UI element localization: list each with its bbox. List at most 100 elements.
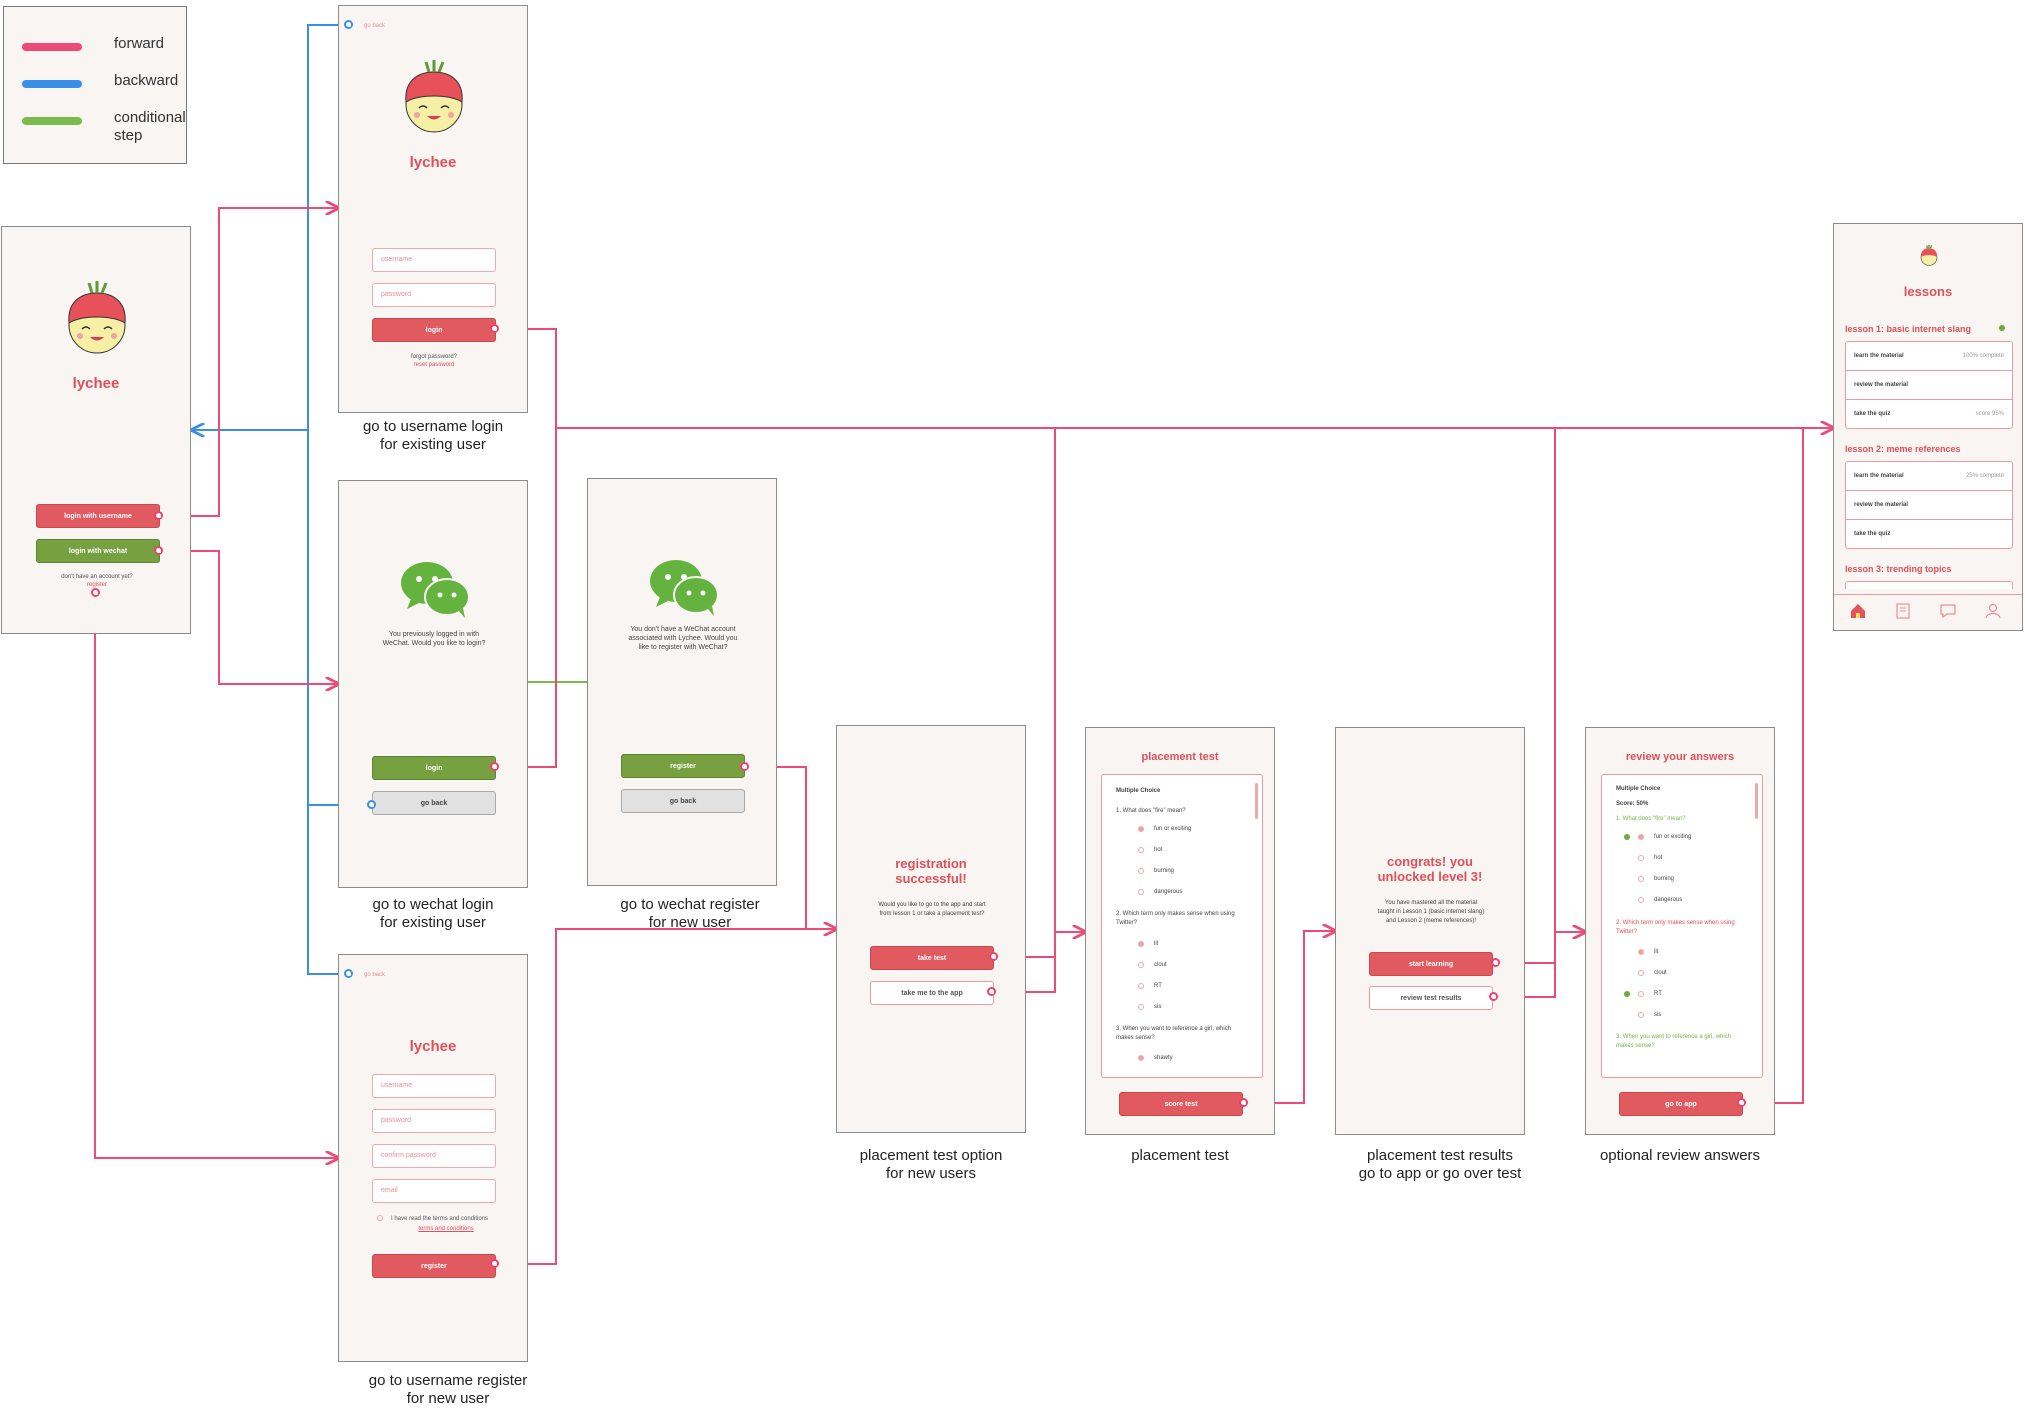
caption-username-login: go to username login for existing user [362, 418, 504, 453]
connector-node [367, 800, 376, 809]
register-button[interactable]: register [372, 1254, 496, 1278]
lesson-row[interactable]: review the material [1846, 491, 2012, 520]
legend-label-forward: forward [114, 35, 165, 52]
score-test-button[interactable]: score test [1119, 1092, 1243, 1116]
password-field[interactable]: password [372, 1109, 496, 1133]
wechat-icon [401, 562, 470, 618]
review-test-results-button[interactable]: review test results [1369, 986, 1493, 1010]
connector-node [740, 762, 749, 771]
question-panel[interactable]: Multiple Choice 1. What does "fire" mean… [1101, 774, 1263, 1078]
register-link[interactable]: register [86, 582, 107, 588]
terms-link[interactable]: terms and conditions [418, 1226, 474, 1232]
radio-option[interactable] [1138, 868, 1144, 874]
scrollbar[interactable] [1755, 783, 1758, 819]
connector-node [490, 762, 499, 771]
password-field[interactable]: password [372, 283, 496, 307]
lesson-3-card [1845, 581, 2013, 589]
go-back-link[interactable]: go back [364, 23, 386, 29]
lesson-row[interactable]: take the quiz [1846, 520, 2012, 549]
wechat-login-message: You previously logged in with WeChat. Wo… [382, 631, 486, 647]
go-to-app-button[interactable]: go to app [1619, 1092, 1743, 1116]
radio-option [1638, 834, 1644, 840]
username-field[interactable]: username [372, 1074, 496, 1098]
caption-wechat-login: go to wechat login for existing user [372, 896, 494, 931]
connector-node [490, 1259, 499, 1268]
connector-node [987, 987, 996, 996]
radio-option[interactable] [1138, 1055, 1144, 1061]
option-label: sis [1154, 1004, 1162, 1010]
radio-option[interactable] [1138, 847, 1144, 853]
login-with-wechat-button[interactable]: login with wechat [36, 539, 160, 563]
lesson-row[interactable]: take the quiz score 95% [1846, 400, 2012, 429]
wechat-login-screen: You previously logged in with WeChat. Wo… [338, 480, 528, 888]
legend-label-backward: backward [114, 72, 179, 89]
login-button[interactable]: login [372, 318, 496, 342]
wechat-login-button[interactable]: login [372, 756, 496, 780]
username-field[interactable]: username [372, 248, 496, 272]
lesson-row[interactable]: learn the material 25% complete [1846, 462, 2012, 491]
review-answers-screen: review your answers Multiple Choice Scor… [1585, 727, 1775, 1135]
wechat-register-button[interactable]: register [621, 754, 745, 778]
take-me-to-app-button[interactable]: take me to the app [870, 981, 994, 1005]
lesson-row[interactable]: learn the material 100% complete [1846, 342, 2012, 371]
reset-password-link[interactable]: reset password [413, 362, 455, 368]
legend-swatch-backward [22, 80, 82, 88]
registration-success-screen: registration successful! Would you like … [836, 725, 1026, 1133]
caption-review: optional review answers [1599, 1147, 1761, 1164]
wechat-register-message: You don't have a WeChat account associat… [628, 626, 738, 651]
option-label: clout [1154, 962, 1167, 968]
chat-icon[interactable] [1939, 602, 1957, 620]
go-back-link[interactable]: go back [364, 972, 386, 978]
connector-node [154, 546, 163, 555]
lesson-row[interactable]: review the material [1846, 371, 2012, 400]
row-label: learn the material [1854, 473, 1904, 479]
forward-register [94, 593, 338, 1158]
legend-swatch-forward [22, 43, 82, 51]
forward-username-register [494, 928, 806, 1265]
lesson-2-title[interactable]: lesson 2: meme references [1845, 444, 1961, 454]
option-label: dangerous [1154, 889, 1183, 895]
book-icon[interactable] [1894, 602, 1912, 620]
profile-icon[interactable] [1984, 602, 2002, 620]
terms-checkbox[interactable] [377, 1215, 383, 1221]
row-label: take the quiz [1854, 531, 1891, 537]
scrollbar[interactable] [1255, 783, 1258, 819]
home-icon[interactable] [1849, 602, 1867, 620]
login-with-username-button[interactable]: login with username [36, 504, 160, 528]
connector-node [1489, 992, 1498, 1001]
go-back-button[interactable]: go back [372, 791, 496, 815]
complete-icon [1999, 325, 2005, 331]
lesson-1-title[interactable]: lesson 1: basic internet slang [1845, 324, 1972, 334]
take-test-button[interactable]: take test [870, 946, 994, 970]
brand-title: lychee [409, 154, 457, 171]
lesson-3-title[interactable]: lesson 3: trending topics [1845, 564, 1952, 574]
option-label: RT [1654, 991, 1662, 997]
caption-username-register: go to username register for new user [368, 1372, 528, 1407]
radio-option [1638, 949, 1644, 955]
radio-option[interactable] [1138, 826, 1144, 832]
connector-node [344, 969, 353, 978]
review-panel[interactable]: Multiple Choice Score: 50% 1. What does … [1601, 774, 1763, 1078]
connector-node [91, 588, 100, 597]
username-register-screen: go back lychee username password confirm… [338, 954, 528, 1362]
email-field[interactable]: email [372, 1179, 496, 1203]
forgot-password-text: forgot password? [410, 354, 458, 360]
radio-option [1638, 855, 1644, 861]
radio-option[interactable] [1138, 962, 1144, 968]
review-title: review your answers [1625, 751, 1735, 763]
terms-text: I have read the terms and conditions [391, 1216, 489, 1222]
radio-option[interactable] [1138, 941, 1144, 947]
start-learning-button[interactable]: start learning [1369, 952, 1493, 976]
confirm-password-field[interactable]: confirm password [372, 1144, 496, 1168]
lychee-mascot-icon [68, 281, 126, 354]
option-label: lit [1654, 949, 1659, 955]
go-back-button[interactable]: go back [621, 789, 745, 813]
placement-test-title: placement test [1141, 751, 1219, 763]
radio-option[interactable] [1138, 983, 1144, 989]
radio-option[interactable] [1138, 1004, 1144, 1010]
registration-body: Would you like to go to the app and star… [878, 902, 986, 917]
username-login-screen: go back lychee username password login f… [338, 5, 528, 413]
section-title: Multiple Choice [1116, 788, 1161, 794]
radio-option[interactable] [1138, 889, 1144, 895]
